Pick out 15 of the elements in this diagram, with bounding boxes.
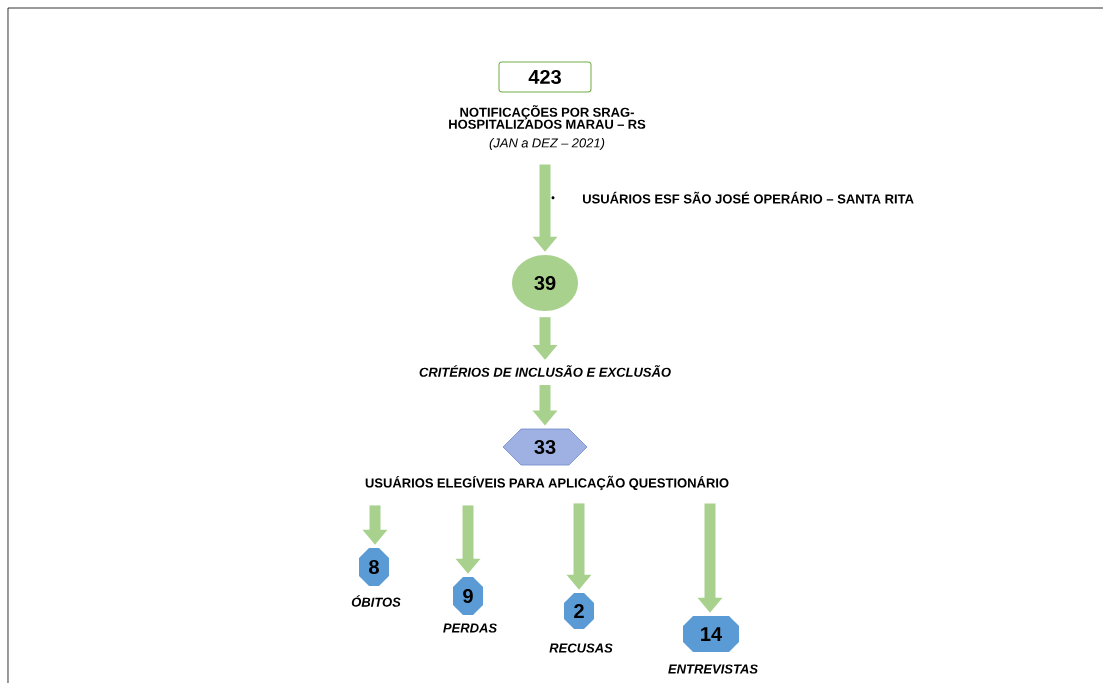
number-octagon: 9 (453, 577, 483, 615)
number-hexagon: 33 (502, 428, 588, 466)
node-caption: NOTIFICAÇÕES POR SRAG-HOSPITALIZADOS MARAU – RS (449, 105, 646, 129)
node-caption: ÓBITOS (351, 595, 401, 607)
edge-label: USUÁRIOS ESF SÃO JOSÉ OPERÁRIO – SANTA RITA (583, 191, 914, 204)
number-box: 423 (498, 61, 592, 93)
number-octagon: 2 (564, 593, 594, 629)
step-text: CRITÉRIOS DE INCLUSÃO E EXCLUSÃO (419, 365, 671, 377)
node-caption: PERDAS (443, 623, 497, 633)
number-octagon: 14 (683, 616, 739, 652)
node-caption: ENTREVISTAS (668, 664, 758, 674)
number-octagon: 8 (359, 548, 389, 586)
node-caption: (JAN a DEZ – 2021) (489, 137, 605, 151)
node-caption: RECUSAS (549, 643, 613, 653)
node-caption: USUÁRIOS ELEGÍVEIS PARA APLICAÇÃO QUESTIONÁRIO (365, 475, 729, 491)
